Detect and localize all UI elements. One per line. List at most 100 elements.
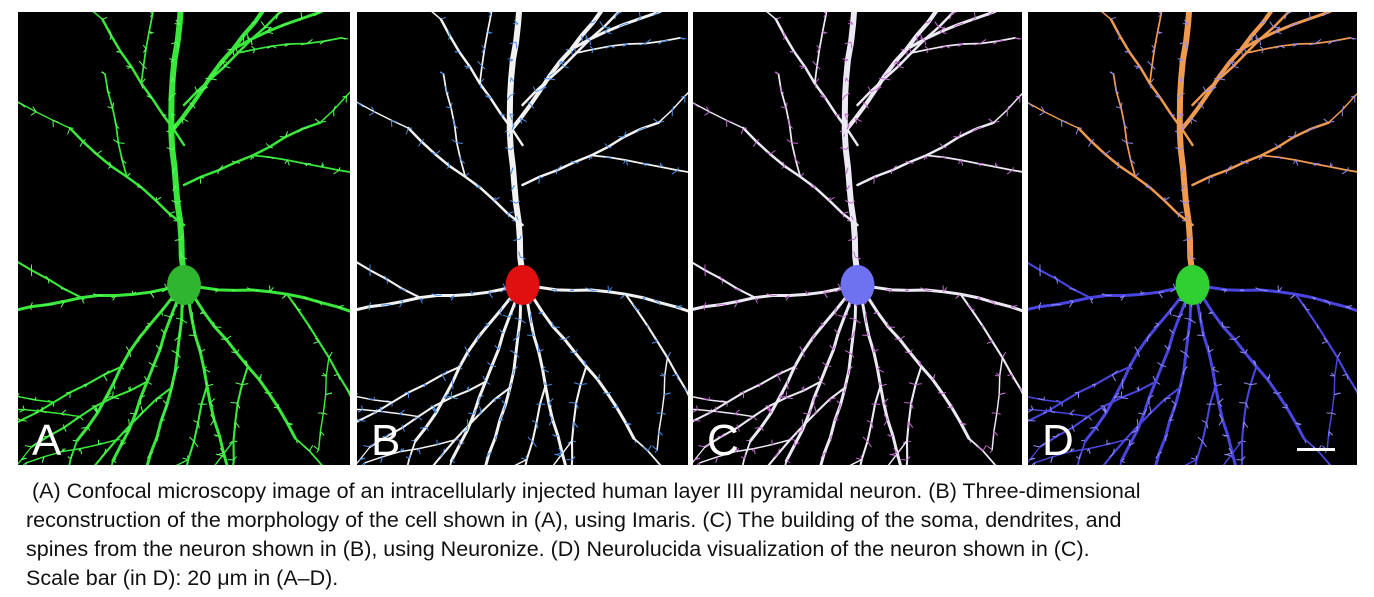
spine bbox=[29, 397, 36, 401]
spine bbox=[880, 383, 887, 387]
spine bbox=[172, 77, 176, 82]
dendrite bbox=[656, 356, 669, 451]
spine bbox=[297, 128, 303, 133]
spine bbox=[828, 196, 835, 201]
spine bbox=[402, 288, 406, 292]
spine bbox=[510, 147, 514, 150]
spine bbox=[1157, 31, 1163, 34]
spine bbox=[503, 404, 507, 411]
spine bbox=[1109, 71, 1114, 75]
spine bbox=[491, 365, 497, 367]
panel-label-c: C bbox=[707, 416, 739, 465]
spine bbox=[924, 45, 929, 50]
spine bbox=[1120, 102, 1123, 109]
spine bbox=[1115, 86, 1117, 92]
spine bbox=[1061, 119, 1068, 123]
dendrite bbox=[693, 261, 756, 299]
soma bbox=[840, 265, 875, 305]
spine bbox=[822, 31, 828, 34]
spine bbox=[138, 333, 143, 338]
spine bbox=[608, 286, 613, 293]
spine bbox=[855, 256, 861, 260]
spine bbox=[1021, 390, 1022, 392]
spine bbox=[280, 24, 285, 28]
spine bbox=[760, 426, 764, 431]
spine bbox=[509, 41, 517, 45]
spine bbox=[844, 113, 848, 121]
spine bbox=[780, 106, 787, 109]
spine bbox=[789, 125, 794, 129]
spine bbox=[844, 349, 852, 355]
spine bbox=[1306, 128, 1312, 133]
spine bbox=[468, 412, 474, 415]
dendrite bbox=[991, 356, 1004, 451]
spine bbox=[799, 346, 804, 353]
panel-d: D bbox=[1028, 12, 1357, 465]
spine bbox=[199, 312, 205, 314]
spine bbox=[529, 318, 532, 324]
spine bbox=[478, 405, 482, 413]
spine bbox=[368, 397, 374, 401]
spine bbox=[1112, 448, 1115, 455]
spine bbox=[982, 445, 987, 452]
spine bbox=[816, 48, 820, 53]
spine bbox=[938, 26, 946, 29]
spine bbox=[934, 21, 940, 28]
spine bbox=[811, 337, 814, 343]
spine bbox=[500, 113, 506, 116]
spine bbox=[1121, 139, 1128, 144]
spine bbox=[883, 398, 889, 404]
spine bbox=[734, 409, 740, 415]
spine bbox=[313, 445, 319, 451]
spine bbox=[808, 408, 813, 415]
spine bbox=[111, 295, 117, 299]
spine bbox=[1043, 411, 1047, 414]
spine bbox=[886, 321, 889, 327]
spine bbox=[200, 348, 206, 353]
dendrite bbox=[813, 12, 828, 85]
dendrite bbox=[1119, 283, 1194, 463]
spine bbox=[1208, 312, 1213, 314]
spine bbox=[1070, 448, 1075, 452]
spine bbox=[877, 366, 881, 370]
spine bbox=[251, 45, 256, 50]
spine bbox=[42, 304, 48, 306]
spine bbox=[41, 406, 44, 412]
scale-bar bbox=[1297, 448, 1335, 451]
spine bbox=[799, 65, 806, 68]
spine bbox=[920, 37, 925, 41]
spine bbox=[1243, 161, 1249, 164]
dendrite bbox=[75, 283, 186, 443]
dendrite bbox=[357, 283, 524, 312]
spine bbox=[537, 345, 540, 353]
dendrite bbox=[905, 365, 923, 465]
spine bbox=[235, 161, 241, 164]
spine bbox=[844, 313, 849, 318]
spine bbox=[308, 325, 310, 329]
dendrite bbox=[1177, 12, 1274, 134]
spine bbox=[168, 213, 171, 218]
spine bbox=[1031, 462, 1036, 465]
spine bbox=[776, 370, 784, 376]
spine bbox=[34, 396, 37, 401]
spine bbox=[210, 414, 215, 420]
spine bbox=[835, 113, 841, 116]
spine bbox=[783, 35, 786, 40]
spine bbox=[381, 304, 387, 306]
spine bbox=[1134, 346, 1139, 353]
dendrite bbox=[1028, 261, 1091, 299]
spine bbox=[103, 370, 110, 376]
spine bbox=[653, 338, 658, 342]
spine bbox=[93, 293, 99, 297]
spine bbox=[777, 448, 780, 455]
spine bbox=[872, 345, 875, 353]
spine bbox=[1165, 434, 1169, 438]
spine bbox=[1261, 49, 1264, 54]
spine bbox=[823, 451, 828, 454]
spine bbox=[464, 65, 471, 68]
spine bbox=[904, 402, 912, 404]
spine bbox=[653, 299, 660, 303]
spine bbox=[1088, 448, 1091, 455]
dendrite bbox=[168, 12, 187, 278]
spine bbox=[477, 412, 482, 416]
